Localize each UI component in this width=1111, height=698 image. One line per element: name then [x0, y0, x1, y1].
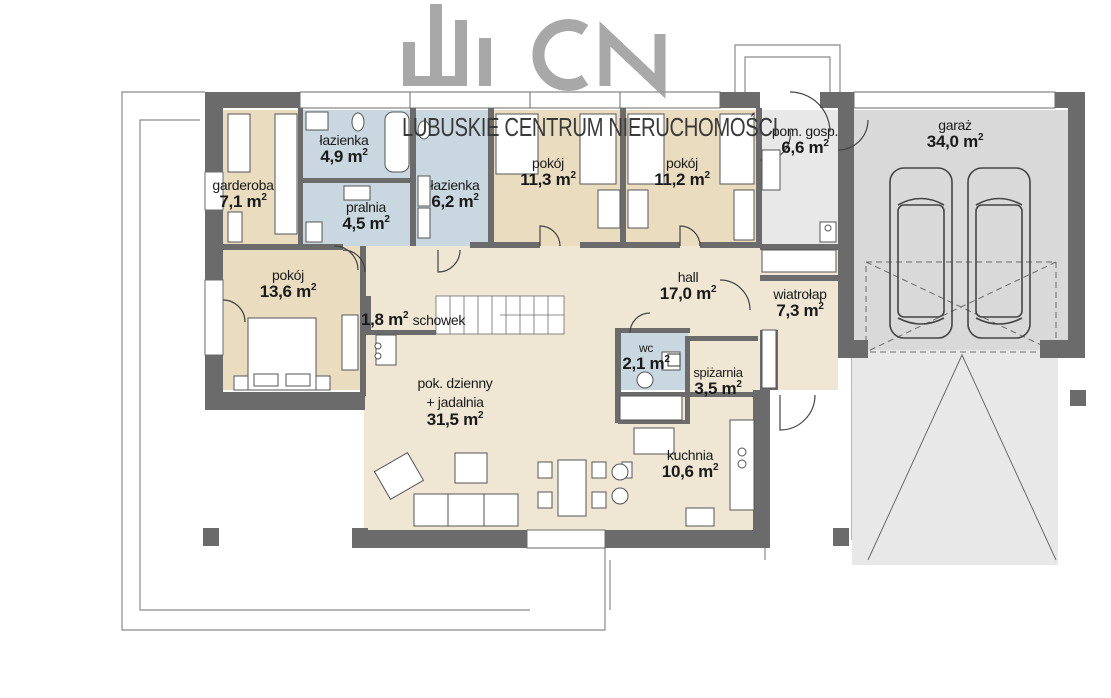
- room-name: łazienka: [430, 177, 480, 193]
- bed-single-1: [495, 113, 539, 175]
- label-pokoj-dzienny: pok. dzienny + jadalnia 31,5 m2: [417, 375, 493, 430]
- dining-table: [557, 459, 587, 517]
- label-garaz: garaż 34,0 m2: [926, 117, 984, 151]
- room-area: 1,8: [360, 310, 384, 329]
- label-pralnia: pralnia 4,5 m2: [342, 199, 390, 233]
- room-name: łazienka: [319, 132, 369, 148]
- label-pokoj3: pokój 13,6 m2: [259, 267, 317, 301]
- wc-marker: [667, 353, 681, 367]
- room-area: 7,1: [219, 191, 243, 211]
- sofa: [413, 493, 519, 527]
- doors: [222, 91, 869, 431]
- label-spizarnia: spiżarnia 3,5 m2: [693, 365, 743, 398]
- room-name: kuchnia: [666, 447, 714, 463]
- room-name: pom. gosp.: [771, 123, 839, 139]
- room-name: hall: [677, 269, 699, 285]
- room-name: spiżarnia: [693, 365, 743, 380]
- armchair: [373, 451, 425, 501]
- room-area: 4,9: [320, 146, 344, 166]
- room-area: 11,2: [654, 169, 686, 189]
- label-pom-gosp: pom. gosp. 6,6 m2: [771, 123, 839, 157]
- logo-mark: [403, 4, 666, 99]
- room-area: 34,0: [926, 131, 959, 151]
- room-name: wc: [638, 341, 654, 355]
- car-right: [967, 167, 1031, 339]
- logo-company-name: LUBUSKIE CENTRUM NIERUCHOMOŚCI: [402, 112, 778, 142]
- windows: [204, 91, 1056, 549]
- room-area: 6,2: [431, 191, 455, 211]
- bathtub: [384, 111, 410, 173]
- floor-driveway: [852, 350, 1058, 565]
- label-schowek: 1,8 m2 schowek: [360, 310, 466, 329]
- room-area: 6,6: [781, 137, 805, 157]
- room-area: 4,5: [342, 213, 366, 233]
- label-kuchnia: kuchnia 10,6 m2: [661, 447, 719, 481]
- room-area: 11,3: [520, 169, 552, 189]
- room-name: garderoba: [212, 177, 274, 193]
- room-area: 17,0: [659, 283, 692, 303]
- floor-spizarnia: [688, 336, 758, 396]
- label-wc: wc 2,1 m2: [622, 341, 670, 373]
- room-name: pokój: [272, 267, 304, 283]
- coffee-table: [454, 452, 488, 484]
- label-hall: hall 17,0 m2: [659, 269, 717, 303]
- exterior-walls: [205, 92, 1085, 548]
- label-pokoj1: pokój 11,3 m2: [520, 155, 576, 189]
- room-name: pralnia: [346, 199, 386, 215]
- label-lazienka1: łazienka 4,9 m2: [319, 132, 369, 166]
- room-name-2: + jadalnia: [426, 393, 484, 410]
- furniture: [227, 111, 837, 527]
- staircase: [435, 295, 565, 335]
- room-area: 3,5: [694, 378, 718, 398]
- label-lazienka2: łazienka 6,2 m2: [430, 177, 480, 211]
- interior-walls: [223, 108, 838, 424]
- room-name: wiatrołap: [773, 286, 827, 302]
- room-name: pokój: [666, 155, 698, 171]
- bed-single-2: [627, 113, 665, 185]
- terrace-pillars: [203, 390, 1086, 546]
- room-area: 7,3: [776, 300, 800, 320]
- entrance-canopy: [734, 44, 841, 92]
- room-area: 10,6: [661, 461, 694, 481]
- room-area: 31,5: [426, 410, 459, 430]
- room-name: pok. dzienny: [417, 375, 493, 391]
- label-garderoba: garderoba 7,1 m2: [212, 177, 274, 211]
- room-name: garaż: [938, 117, 972, 133]
- room-name: schowek: [412, 312, 466, 328]
- label-pokoj2: pokój 11,2 m2: [654, 155, 710, 189]
- room-area: 13,6: [259, 281, 292, 301]
- car-left: [889, 167, 953, 339]
- room-name: pokój: [532, 155, 564, 171]
- label-wiatrolap: wiatrołap 7,3 m2: [773, 286, 827, 320]
- room-area: 2,1: [622, 353, 646, 373]
